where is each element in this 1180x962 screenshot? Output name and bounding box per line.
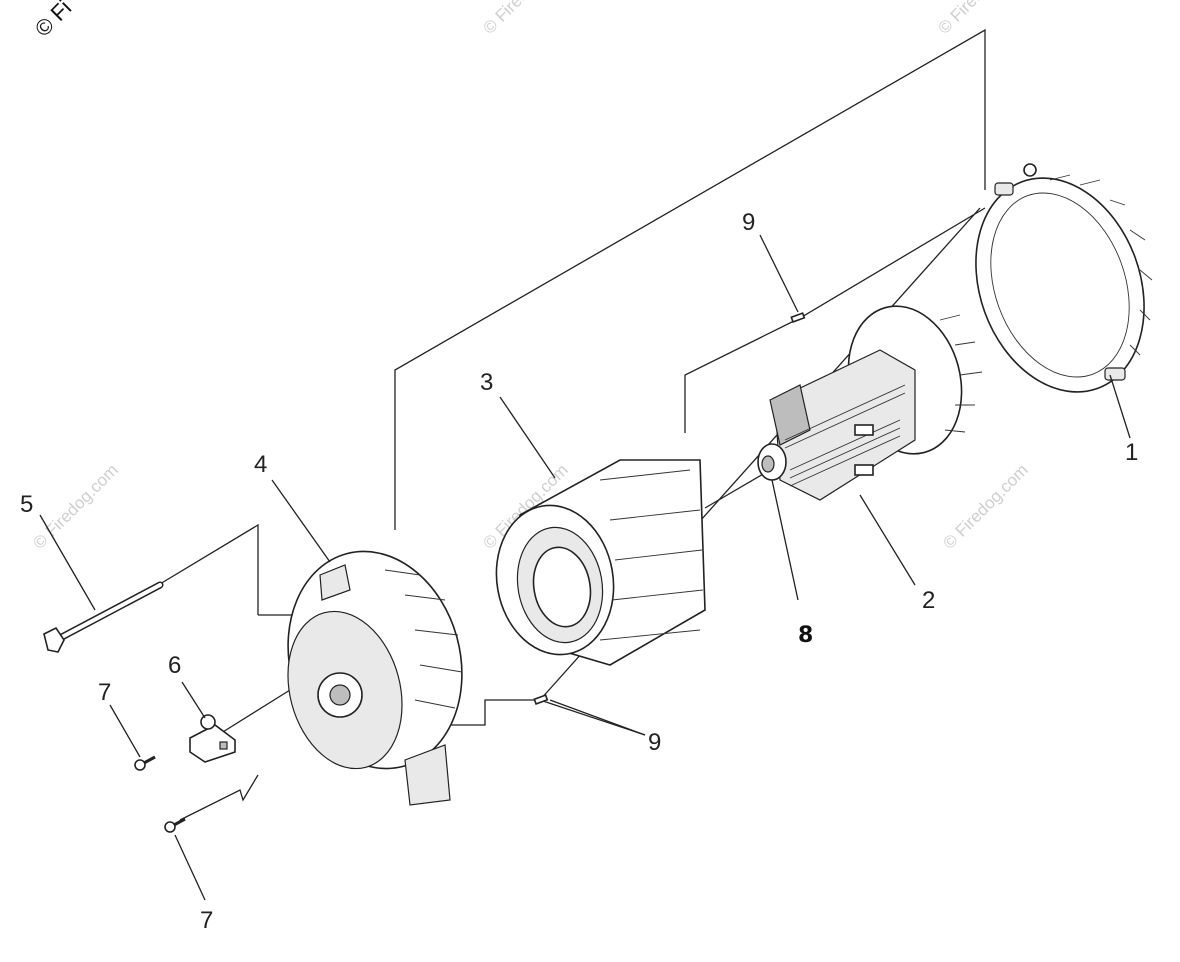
rear-housing-part-1: [975, 163, 1153, 393]
pin-part-9-lower: [533, 694, 549, 705]
stator-part-3: [495, 459, 706, 666]
rotor-part-2: [769, 305, 983, 501]
callout-6: 6: [168, 652, 181, 679]
brush-holder-part-6: [189, 714, 236, 763]
callout-8: 8: [798, 623, 813, 648]
slip-ring-part-8: [757, 443, 787, 481]
front-housing-part-4: [287, 550, 463, 806]
site-watermark-4: © Firedog.com: [479, 0, 571, 38]
callout-7-upper: 7: [98, 679, 111, 706]
screw-part-7-upper: [134, 755, 156, 771]
screw-part-7-lower: [164, 817, 186, 833]
leader-lines: [39, 234, 1131, 901]
callout-5: 5: [20, 491, 33, 518]
corner-watermark: © Fi: [30, 0, 76, 42]
callout-1: 1: [1125, 439, 1138, 466]
callout-labels: 1 2 3 4 5 6 7 7 8 9 9: [20, 209, 1138, 934]
callout-3: 3: [480, 369, 493, 396]
callout-4: 4: [254, 451, 267, 478]
watermark-layer: © Fi © Firedog.com © Firedog.com © Fired…: [29, 0, 1031, 553]
site-watermark-3: © Firedog.com: [939, 460, 1031, 552]
through-bolt-part-5: [43, 581, 164, 653]
callout-2: 2: [922, 587, 935, 614]
site-watermark-1: © Firedog.com: [29, 460, 121, 552]
callout-9-lower: 9: [648, 729, 661, 756]
callout-7-lower: 7: [200, 907, 213, 934]
callout-9-upper: 9: [742, 209, 755, 236]
pin-part-9-upper: [790, 312, 806, 323]
